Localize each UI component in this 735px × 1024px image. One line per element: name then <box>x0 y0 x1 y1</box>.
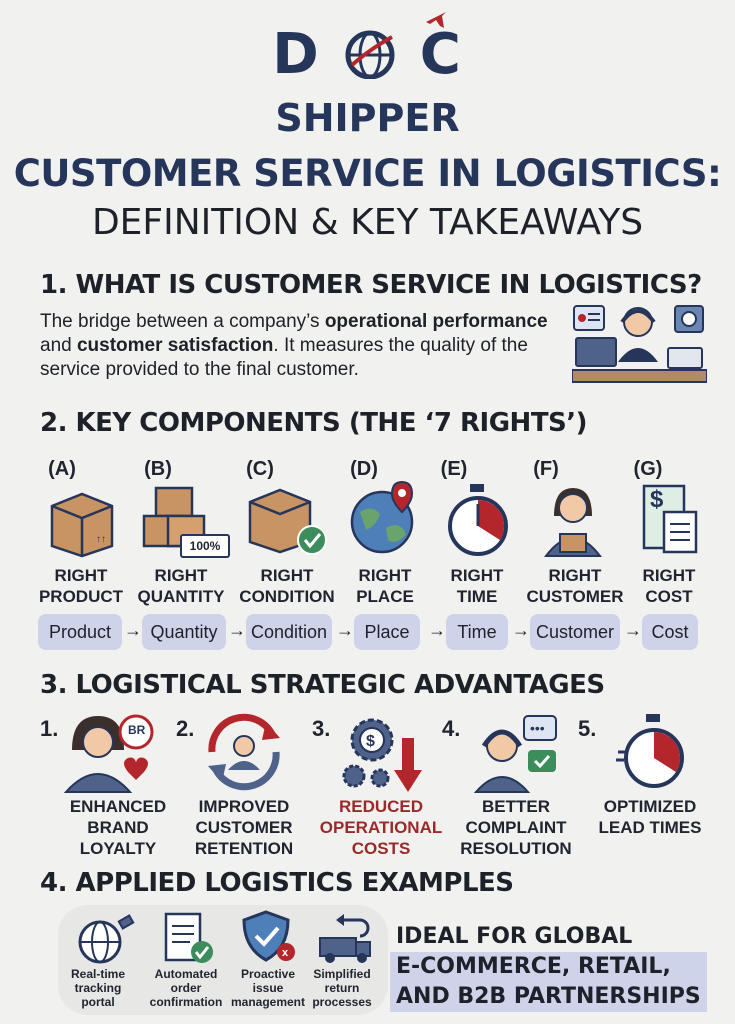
arrow-right-icon: → <box>228 620 246 640</box>
dollar-glyph: $ <box>650 486 664 513</box>
arrow-right-icon: → <box>512 620 530 640</box>
flow-pill-customer: Customer <box>530 614 620 650</box>
component-letter-a: (A) <box>48 458 76 480</box>
advantage-number: 4. <box>442 716 461 741</box>
component-letter-f: (F) <box>533 458 559 480</box>
invoice-icon <box>640 482 700 563</box>
advantage-number: 2. <box>176 716 195 741</box>
advantage-number: 3. <box>312 716 331 741</box>
flow-pill-place: Place <box>354 614 420 650</box>
component-letter-d: (D) <box>350 458 378 480</box>
customer-icon <box>538 484 608 563</box>
page-title: CUSTOMER SERVICE IN LOGISTICS: <box>13 152 722 195</box>
svg-text:↑↑: ↑↑ <box>96 534 106 545</box>
arrow-right-icon: → <box>124 620 142 640</box>
flow-pill-quantity: Quantity <box>142 614 226 650</box>
shield-check-icon: x <box>236 906 298 971</box>
para-bold-2: customer satisfaction <box>76 335 274 356</box>
para-text-3: . It measures the quality of the service… <box>40 335 528 380</box>
ideal-for-callout: IDEAL FOR GLOBAL E-COMMERCE, RETAIL, AND… <box>390 922 707 1012</box>
cost-reduction-gears-icon: $ <box>338 710 428 799</box>
section3-heading: 3. LOGISTICAL STRATEGIC ADVANTAGES <box>40 670 605 700</box>
flow-pill-product: Product <box>38 614 122 650</box>
order-document-icon <box>160 910 216 971</box>
logo: D C <box>0 22 735 87</box>
component-letter-g: (G) <box>633 458 663 480</box>
ideal-line-2: E-COMMERCE, RETAIL, <box>390 952 707 982</box>
logo-letter-d: D <box>272 22 321 87</box>
tracking-globe-icon <box>74 912 138 971</box>
logo-letter-c: C <box>419 22 463 87</box>
flow-pill-time: Time <box>446 614 508 650</box>
svg-text:$: $ <box>366 733 375 750</box>
earth-pin-icon <box>346 478 426 563</box>
ideal-line-3: AND B2B PARTNERSHIPS <box>390 982 707 1012</box>
br-badge: BR <box>128 723 146 737</box>
para-bold-1: operational performance <box>324 311 548 332</box>
section1-heading: 1. WHAT IS CUSTOMER SERVICE IN LOGISTICS… <box>40 270 702 300</box>
quantity-badge: 100% <box>180 534 230 558</box>
svg-text:x: x <box>282 947 289 959</box>
retention-cycle-icon <box>202 712 286 797</box>
arrow-right-icon: → <box>336 620 354 640</box>
box-check-icon <box>244 486 330 563</box>
box-icon: ↑↑ <box>44 488 120 563</box>
advantage-number: 5. <box>578 716 597 741</box>
component-letter-b: (B) <box>144 458 172 480</box>
return-truck-icon <box>314 910 378 971</box>
section4-heading: 4. APPLIED LOGISTICS EXAMPLES <box>40 868 514 898</box>
support-agent-icon: ••• <box>472 712 562 799</box>
agent-desk-icon <box>571 300 708 390</box>
lead-time-stopwatch-icon <box>614 712 694 797</box>
para-text-2: and <box>40 335 77 356</box>
logo-subtitle: SHIPPER <box>275 96 460 140</box>
ideal-line-1: IDEAL FOR GLOBAL <box>396 924 633 949</box>
flow-pill-cost: Cost <box>642 614 698 650</box>
stopwatch-icon <box>442 482 514 563</box>
arrow-right-icon: → <box>624 620 642 640</box>
para-text-1: The bridge between a company’s <box>40 311 325 332</box>
brand-loyalty-icon <box>62 710 158 799</box>
svg-text:•••: ••• <box>530 720 545 736</box>
plane-icon <box>424 8 448 37</box>
flow-pill-condition: Condition <box>246 614 332 650</box>
advantage-number: 1. <box>40 716 59 741</box>
section1-paragraph: The bridge between a company’s operation… <box>40 310 560 382</box>
component-letter-c: (C) <box>246 458 274 480</box>
page-subtitle: DEFINITION & KEY TAKEAWAYS <box>91 202 644 243</box>
arrow-right-icon: → <box>428 620 446 640</box>
component-letter-e: (E) <box>440 458 468 480</box>
globe-icon <box>342 28 398 80</box>
section2-heading: 2. KEY COMPONENTS (THE ‘7 RIGHTS’) <box>40 408 588 438</box>
